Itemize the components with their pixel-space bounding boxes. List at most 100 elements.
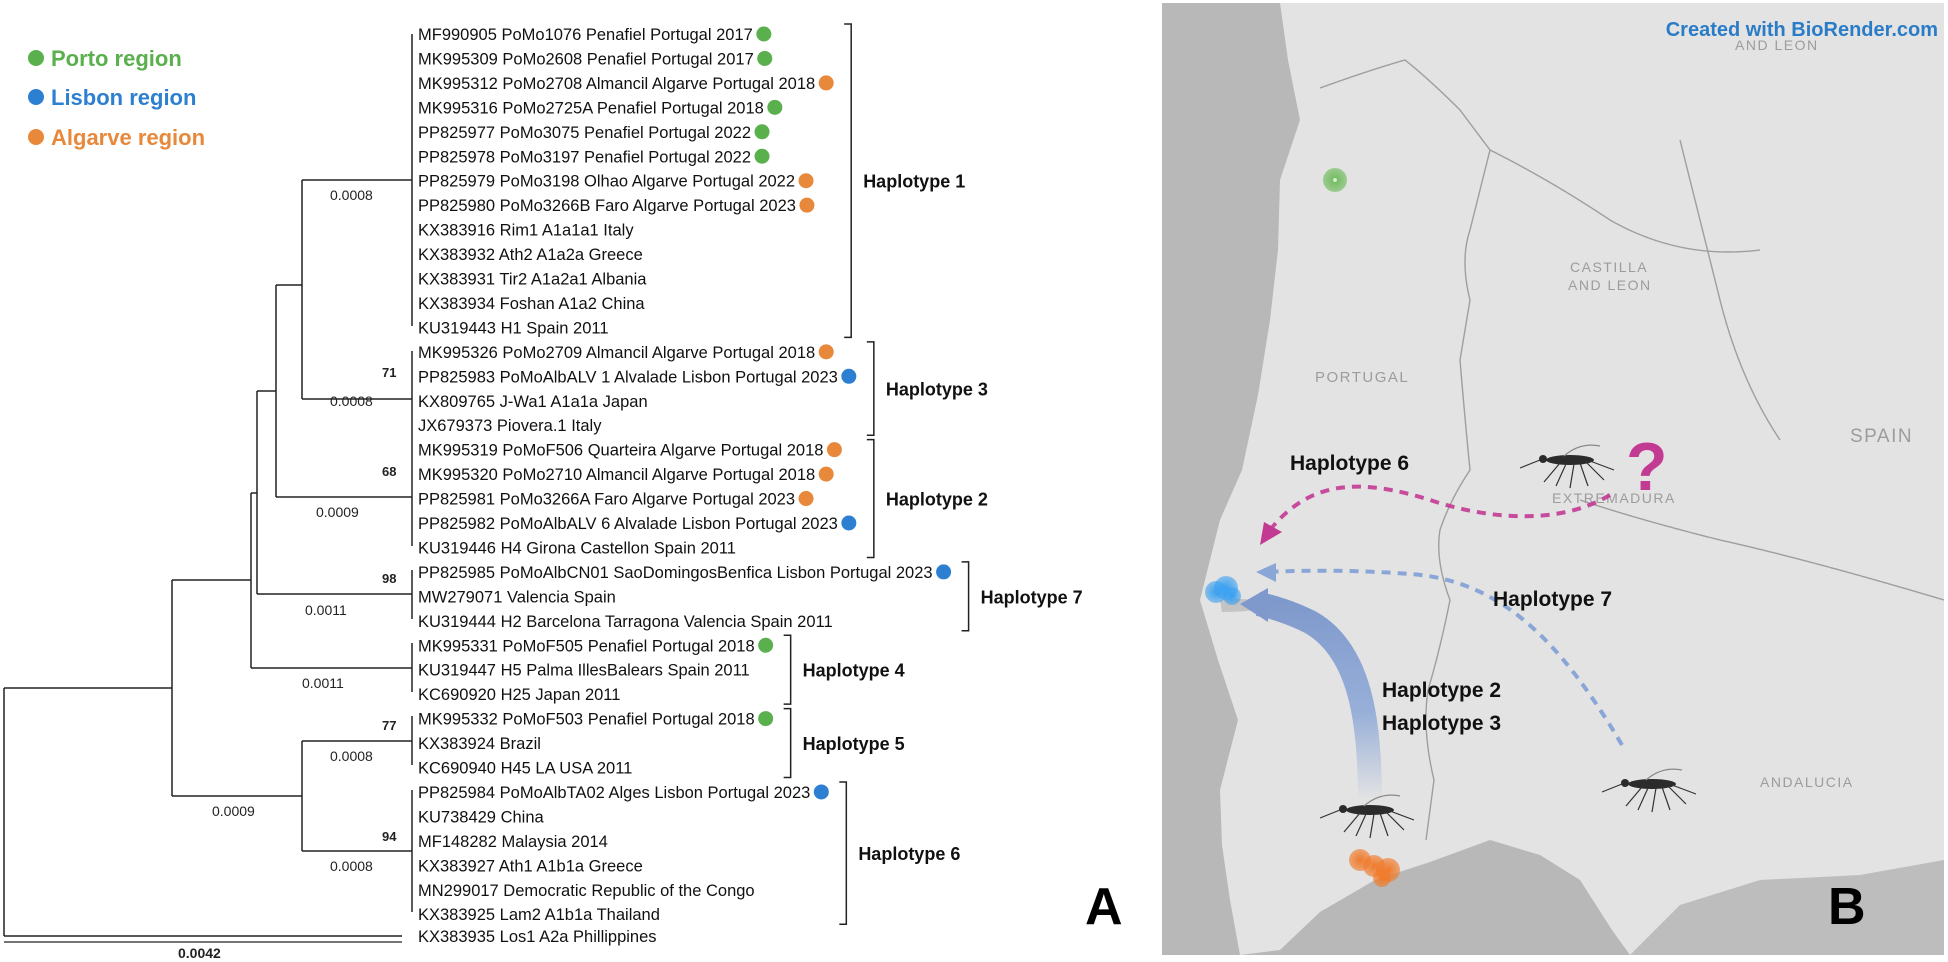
algarve-region-dot bbox=[818, 344, 834, 360]
lisbon-region-dot bbox=[841, 368, 857, 384]
taxon-label: MF148282 Malaysia 2014 bbox=[418, 833, 608, 851]
taxon-label: JX679373 Piovera.1 Italy bbox=[418, 417, 602, 435]
branch-length-label: 0.0008 bbox=[330, 393, 373, 409]
bootstrap-values: 71 68 98 77 94 bbox=[382, 365, 397, 844]
taxon-label: KC690920 H25 Japan 2011 bbox=[418, 686, 620, 704]
haplotype-6-arrow bbox=[1260, 484, 1612, 545]
legend-item-algarve: Algarve region bbox=[28, 125, 205, 150]
algarve-region-dot bbox=[799, 197, 815, 213]
porto-region-dot bbox=[754, 124, 770, 140]
unknown-origin-question-mark: ? bbox=[1626, 429, 1668, 505]
lisbon-dot-icon bbox=[28, 89, 44, 105]
branch-length-label: 0.0011 bbox=[305, 602, 347, 618]
taxon-label: PP825983 PoMoAlbALV 1 Alvalade Lisbon Po… bbox=[418, 368, 838, 386]
taxon-label: PP825984 PoMoAlbTA02 Alges Lisbon Portug… bbox=[418, 784, 810, 802]
taxon-label: KX383932 Ath2 A1a2a Greece bbox=[418, 246, 643, 264]
haplotype-label: Haplotype 1 bbox=[863, 172, 965, 192]
taxon-label: MF990905 PoMo1076 Penafiel Portugal 2017 bbox=[418, 26, 753, 44]
algarve-region-dot bbox=[818, 75, 834, 91]
taxon-label: KX383931 Tir2 A1a2a1 Albania bbox=[418, 271, 647, 289]
haplotype-bracket bbox=[844, 23, 852, 339]
haplotype-bracket bbox=[866, 341, 875, 436]
branch-length-label: 0.0009 bbox=[316, 504, 359, 520]
algarve-region-dot bbox=[826, 442, 842, 458]
taxon-label: KU319446 H4 Girona Castellon Spain 2011 bbox=[418, 539, 736, 557]
legend-label: Porto region bbox=[51, 46, 182, 71]
haplotype-bracket bbox=[961, 561, 970, 632]
porto-region-dot bbox=[758, 711, 774, 727]
map-background bbox=[1162, 3, 1944, 955]
legend-item-porto: Porto region bbox=[28, 46, 182, 71]
bootstrap-label: 98 bbox=[382, 571, 396, 586]
haplotype-bracket bbox=[839, 781, 848, 925]
place-label: CASTILLA bbox=[1570, 259, 1648, 275]
lisbon-region-dot bbox=[841, 515, 857, 531]
tree-branches bbox=[3, 34, 413, 943]
porto-dot-icon bbox=[28, 50, 44, 66]
bootstrap-label: 68 bbox=[382, 464, 396, 479]
lisbon-region-dot bbox=[813, 784, 829, 800]
branch-length-label: 0.0008 bbox=[330, 187, 373, 203]
taxon-label: MK995319 PoMoF506 Quarteira Algarve Port… bbox=[418, 442, 823, 460]
place-label: AND LEON bbox=[1735, 37, 1819, 53]
map-label-haplotype-7: Haplotype 7 bbox=[1493, 588, 1612, 611]
porto-region-dot bbox=[757, 50, 773, 66]
algarve-dot-icon bbox=[28, 129, 44, 145]
mosquito-icon bbox=[1601, 768, 1697, 813]
taxon-label: MK995309 PoMo2608 Penafiel Portugal 2017 bbox=[418, 50, 754, 68]
branch-length-label: 0.0008 bbox=[330, 748, 373, 764]
taxon-label: KX383935 Los1 A2a Phillippines bbox=[418, 928, 657, 946]
taxon-label: KU319447 H5 Palma IllesBalears Spain 201… bbox=[418, 662, 750, 680]
taxon-label: KC690940 H45 LA USA 2011 bbox=[418, 760, 632, 778]
mosquito-icon bbox=[1319, 794, 1415, 839]
legend-item-lisbon: Lisbon region bbox=[28, 85, 196, 110]
taxon-label: PP825980 PoMo3266B Faro Algarve Portugal… bbox=[418, 197, 796, 215]
region-dots bbox=[754, 26, 952, 800]
algarve-region-dot bbox=[798, 173, 814, 189]
place-label: PORTUGAL bbox=[1315, 369, 1409, 386]
taxon-label: KX383927 Ath1 A1b1a Greece bbox=[418, 857, 643, 875]
legend-label: Algarve region bbox=[51, 125, 205, 150]
map-label-haplotype-6: Haplotype 6 bbox=[1290, 452, 1409, 475]
haplotype-bracket bbox=[783, 707, 792, 779]
taxon-label: KX383924 Brazil bbox=[418, 735, 541, 753]
taxon-label: MN299017 Democratic Republic of the Cong… bbox=[418, 882, 755, 900]
haplotype-7-arrow bbox=[1256, 563, 1624, 747]
haplotype-label: Haplotype 7 bbox=[981, 587, 1083, 607]
taxon-label: MK995326 PoMo2709 Almancil Algarve Portu… bbox=[418, 344, 815, 362]
taxon-label: PP825978 PoMo3197 Penafiel Portugal 2022 bbox=[418, 148, 751, 166]
taxon-label: PP825979 PoMo3198 Olhao Algarve Portugal… bbox=[418, 173, 795, 191]
haplotype-label: Haplotype 2 bbox=[886, 490, 988, 510]
taxon-label: PP825981 PoMo3266A Faro Algarve Portugal… bbox=[418, 491, 795, 509]
branch-length-label: 0.0011 bbox=[302, 675, 344, 691]
place-label: AND LEON bbox=[1568, 277, 1652, 293]
porto-region-dot bbox=[754, 148, 770, 164]
legend-label: Lisbon region bbox=[51, 85, 196, 110]
branch-length-labels: 0.0008 0.0008 0.0009 0.0011 0.0011 0.000… bbox=[178, 187, 373, 961]
branch-length-label: 0.0009 bbox=[212, 803, 255, 819]
taxon-label: PP825977 PoMo3075 Penafiel Portugal 2022 bbox=[418, 124, 751, 142]
place-labels: AND LEON CASTILLA AND LEON PORTUGAL SPAI… bbox=[1315, 37, 1912, 790]
taxon-label: KX383934 Foshan A1a2 China bbox=[418, 295, 645, 313]
porto-region-dot bbox=[758, 637, 774, 653]
porto-location-marker bbox=[1323, 168, 1347, 192]
haplotype-bracket bbox=[783, 634, 792, 705]
algarve-region-dot bbox=[818, 466, 834, 482]
taxon-label: MK995320 PoMo2710 Almancil Algarve Portu… bbox=[418, 466, 815, 484]
haplotype-bracket bbox=[866, 438, 875, 559]
taxon-label: KU319443 H1 Spain 2011 bbox=[418, 319, 609, 337]
map-label-haplotype-3: Haplotype 3 bbox=[1382, 712, 1501, 735]
iberia-map-panel: Created with BioRender.com AND LEON CAST… bbox=[1162, 3, 1945, 955]
taxon-label: MW279071 Valencia Spain bbox=[418, 588, 616, 606]
mosquito-icon bbox=[1519, 444, 1615, 489]
lisbon-region-dot bbox=[936, 564, 952, 580]
porto-region-dot bbox=[756, 26, 772, 42]
region-legend: Porto region Lisbon region Algarve regio… bbox=[28, 46, 205, 150]
taxon-label: PP825985 PoMoAlbCN01 SaoDomingosBenfica … bbox=[418, 564, 933, 582]
haplotype-label: Haplotype 5 bbox=[803, 734, 905, 754]
porto-region-dot bbox=[767, 99, 783, 115]
bootstrap-label: 71 bbox=[382, 365, 396, 380]
border-lines bbox=[1319, 59, 1945, 841]
taxon-label: KX383916 Rim1 A1a1a1 Italy bbox=[418, 222, 634, 240]
taxon-label: KX809765 J-Wa1 A1a1a Japan bbox=[418, 393, 648, 411]
